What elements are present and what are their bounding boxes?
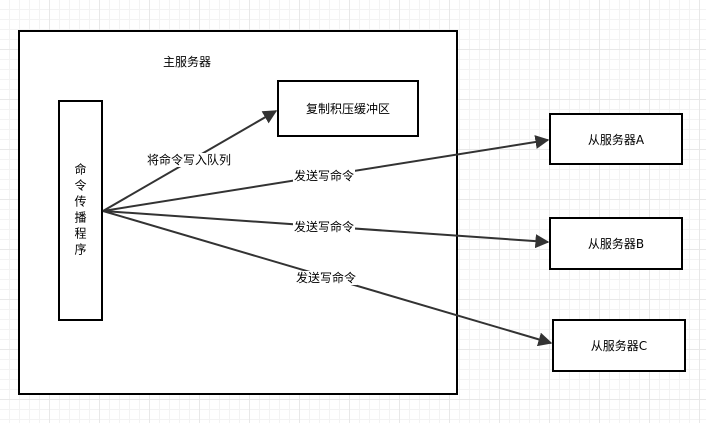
slave-server-c: 从服务器C [552,319,686,372]
slave-server-c-label: 从服务器C [590,339,648,353]
slave-server-a: 从服务器A [549,113,683,165]
edge-label-to-slave-c: 发送写命令 [295,271,358,285]
master-server-title: 主服务器 [163,55,212,69]
edge-label-to-slave-b: 发送写命令 [293,220,356,234]
replication-backlog-label: 复制积压缓冲区 [305,102,390,116]
command-propagator-label: 命令传播程序 [73,162,87,259]
replication-backlog-box: 复制积压缓冲区 [277,80,419,137]
slave-server-b-label: 从服务器B [587,237,645,251]
edge-label-to-slave-a: 发送写命令 [293,169,356,183]
command-propagator-box: 命令传播程序 [58,100,103,321]
edge-label-to-backlog: 将命令写入队列 [146,153,233,167]
slave-server-b: 从服务器B [549,217,683,270]
slave-server-a-label: 从服务器A [587,132,645,147]
